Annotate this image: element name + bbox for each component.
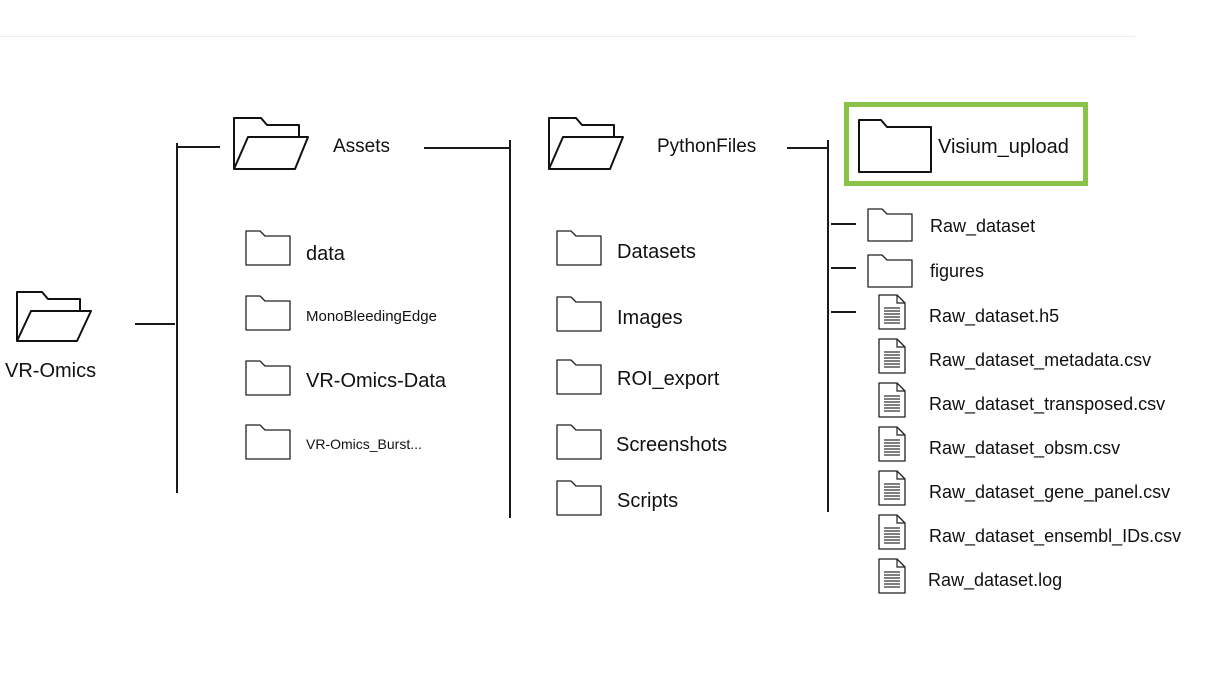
pythonfiles-child-label: ROI_export [617,368,720,390]
pythonfiles-label: PythonFiles [657,136,757,157]
folder-open-icon [14,289,94,345]
file-text-icon [878,470,906,506]
pythonfiles-child-label: Images [617,307,683,329]
folder-icon [857,118,933,174]
folder-icon [556,424,602,460]
folder-open-icon [546,115,626,173]
folder-open-icon [231,115,311,173]
connector-level2-trunk [509,140,511,518]
assets-label: Assets [333,136,391,157]
assets-child-label: VR-Omics_Burst... [306,436,422,452]
connector-root [135,323,175,325]
folder-icon [245,230,291,266]
folder-icon [556,359,602,395]
file-text-icon [878,514,906,550]
root-label: VR-Omics [5,360,97,382]
pythonfiles-child-label: Datasets [617,241,696,263]
folder-icon [556,296,602,332]
pythonfiles-child-label: Screenshots [616,434,728,456]
visium-child-label: Raw_dataset [930,216,1036,236]
file-text-icon [878,338,906,374]
folder-icon [245,360,291,396]
folder-icon [245,295,291,331]
visium-child-label: Raw_dataset_ensembl_IDs.csv [929,526,1182,546]
folder-icon [867,208,913,242]
file-text-icon [878,558,906,594]
connector-figures [831,267,856,269]
connector-level3-trunk [827,140,829,512]
visium-upload-label: Visium_upload [938,136,1069,158]
folder-icon [245,424,291,460]
top-divider [0,36,1135,37]
highlight-box [844,102,1088,186]
folder-icon [556,480,602,516]
visium-child-label: Raw_dataset_gene_panel.csv [929,482,1171,502]
connector-raw-dataset [831,223,856,225]
folder-icon [556,230,602,266]
visium-child-label: Raw_dataset_metadata.csv [929,350,1152,370]
connector-level1-trunk [176,143,178,493]
visium-child-label: Raw_dataset.h5 [929,306,1060,326]
visium-child-label: Raw_dataset.log [928,570,1063,590]
connector-assets [176,146,220,148]
assets-child-label: data [306,243,345,265]
visium-child-label: figures [930,261,985,281]
assets-child-label: VR-Omics-Data [306,370,447,392]
connector-assets-to-python [424,147,510,149]
folder-icon [867,254,913,288]
file-text-icon [878,294,906,330]
file-text-icon [878,382,906,418]
pythonfiles-child-label: Scripts [617,490,679,512]
connector-h5 [831,311,856,313]
file-text-icon [878,426,906,462]
connector-python-to-visium [787,147,828,149]
assets-child-label: MonoBleedingEdge [306,308,437,325]
visium-child-label: Raw_dataset_obsm.csv [929,438,1121,458]
visium-child-label: Raw_dataset_transposed.csv [929,394,1166,414]
